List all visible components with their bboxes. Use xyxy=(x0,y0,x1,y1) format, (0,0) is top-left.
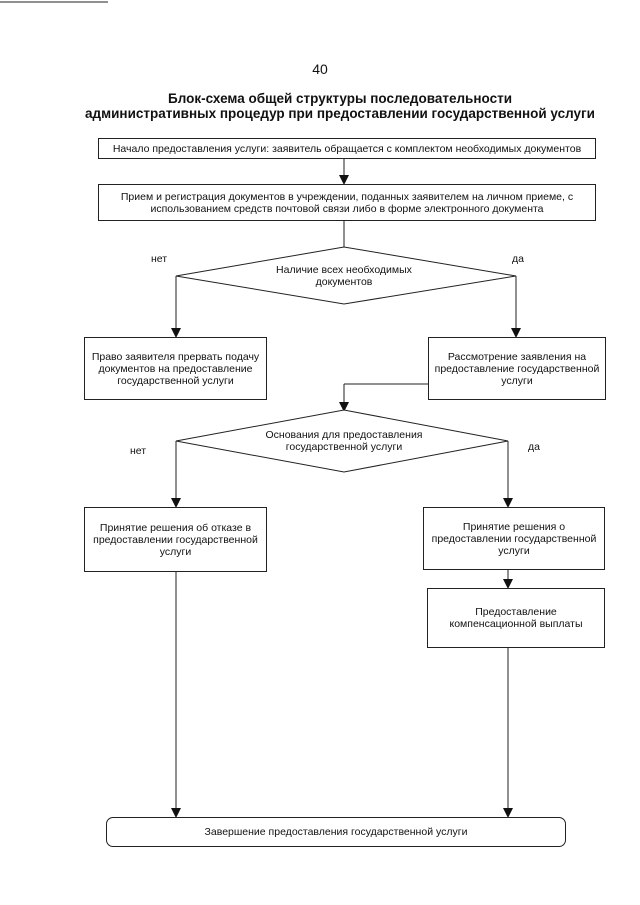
start-box: Начало предоставления услуги: заявитель … xyxy=(98,138,596,159)
page-number: 40 xyxy=(312,61,328,77)
title-line-2: административных процедур при предоставл… xyxy=(85,106,595,121)
title-line-1: Блок-схема общей структуры последователь… xyxy=(167,91,512,106)
review-box: Рассмотрение заявления на предоставление… xyxy=(428,337,606,400)
diagram-title: Блок-схема общей структуры последователь… xyxy=(60,91,620,121)
decision1-text: Наличие всех необходимых документов xyxy=(276,264,412,288)
decision2-text: Основания для предоставления государстве… xyxy=(265,429,423,453)
decision2-no-label: нет xyxy=(130,445,147,457)
approval-box: Принятие решения о предоставлении госуда… xyxy=(423,507,605,570)
right-to-stop-box: Право заявителя прервать подачу документ… xyxy=(84,337,267,400)
decision1-yes-label: да xyxy=(512,253,524,265)
end-box: Завершение предоставления государственно… xyxy=(106,817,566,847)
decision1-no-label: нет xyxy=(151,253,168,265)
payment-box: Предоставление компенсационной выплаты xyxy=(427,588,605,648)
refusal-box: Принятие решения об отказе в предоставле… xyxy=(84,507,267,572)
decision2-yes-label: да xyxy=(528,441,540,453)
intake-box: Прием и регистрация документов в учрежде… xyxy=(98,184,596,221)
